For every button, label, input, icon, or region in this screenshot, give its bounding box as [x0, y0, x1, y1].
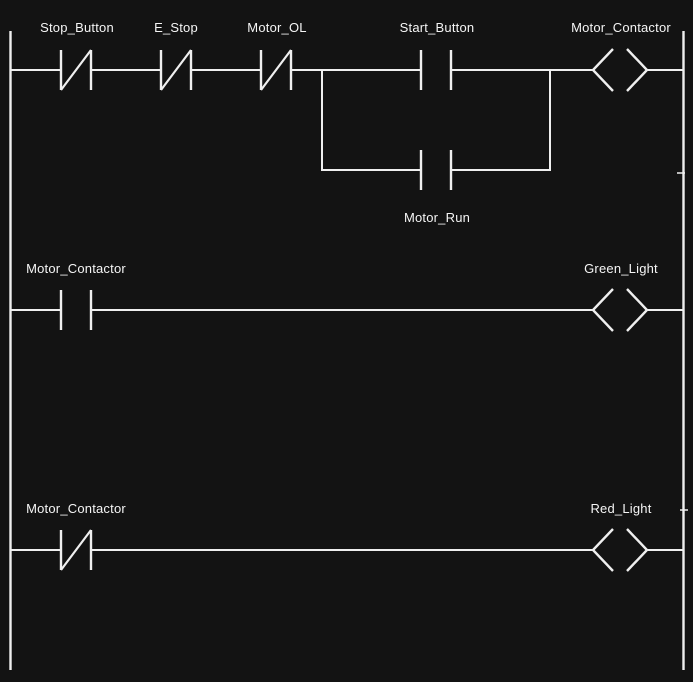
- parallel-branch: [321, 70, 551, 190]
- tag-label-red-light: Red_Light: [590, 501, 652, 516]
- coil-left-chevron: [591, 48, 614, 92]
- coil-red-light[interactable]: [591, 528, 649, 572]
- coil-right-chevron: [626, 288, 649, 332]
- contact-stop-button-nc[interactable]: [59, 49, 93, 91]
- coil-right-chevron: [626, 528, 649, 572]
- nc-slash: [260, 49, 292, 91]
- tag-label-motor-run: Motor_Run: [403, 210, 471, 225]
- contact-motor-contactor-no[interactable]: [59, 290, 93, 330]
- rung-2: [10, 288, 684, 332]
- tag-label-start-button: Start_Button: [399, 20, 475, 35]
- rung-1: [10, 48, 684, 190]
- contact-motor-ol-nc[interactable]: [259, 49, 293, 91]
- coil-motor-contactor[interactable]: [591, 48, 649, 92]
- coil-green-light[interactable]: [591, 288, 649, 332]
- rung-3: [10, 528, 684, 572]
- coil-left-chevron: [591, 528, 614, 572]
- contact-motor-run-no[interactable]: [419, 150, 453, 190]
- coil-left-chevron: [591, 288, 614, 332]
- contact-start-button-no[interactable]: [419, 50, 453, 90]
- power-rails: [9, 31, 688, 670]
- tag-label-motor-contactor-coil: Motor_Contactor: [571, 20, 671, 35]
- tag-label-motor-contactor-no: Motor_Contactor: [26, 261, 126, 276]
- coil-right-chevron: [626, 48, 649, 92]
- nc-slash: [160, 49, 192, 91]
- contact-motor-contactor-nc[interactable]: [59, 529, 93, 571]
- tag-label-motor-contactor-nc: Motor_Contactor: [26, 501, 126, 516]
- tag-label-motor-ol: Motor_OL: [247, 20, 307, 35]
- tag-label-green-light: Green_Light: [584, 261, 658, 276]
- tag-label-stop-button: Stop_Button: [40, 20, 114, 35]
- nc-slash: [60, 49, 92, 91]
- nc-slash: [60, 529, 92, 571]
- contact-e-stop-nc[interactable]: [159, 49, 193, 91]
- tag-label-e-stop: E_Stop: [154, 20, 198, 35]
